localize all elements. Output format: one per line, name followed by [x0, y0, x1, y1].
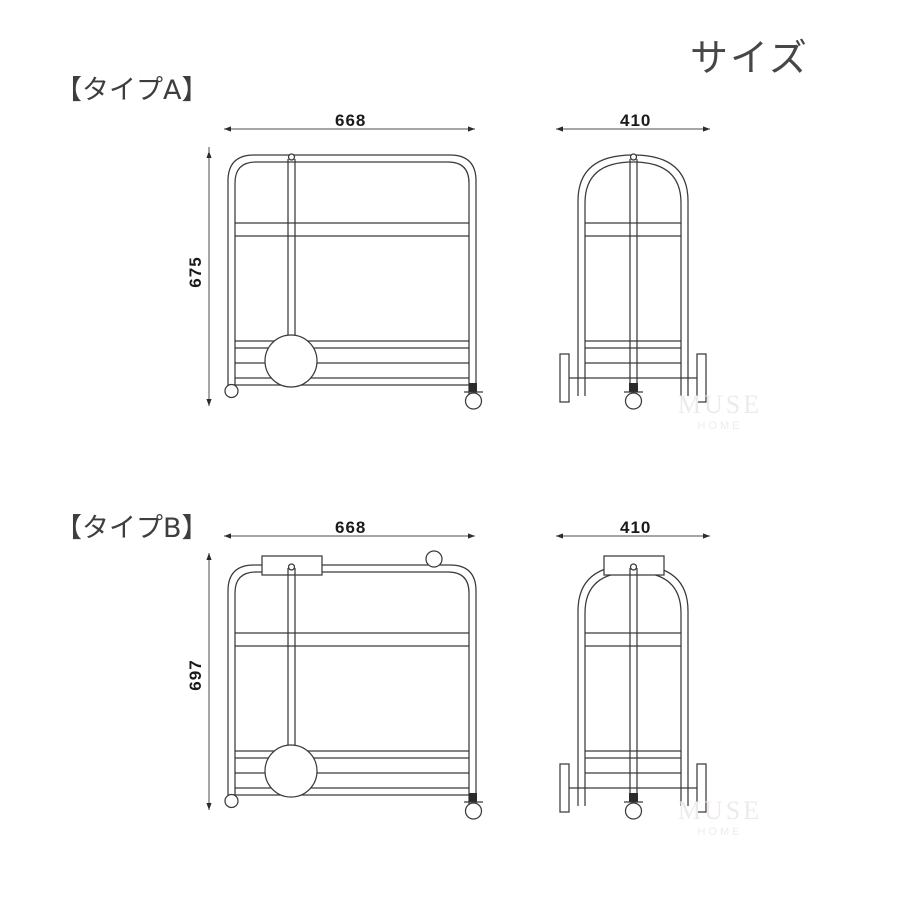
- type-a-side-width-dim: 410: [620, 111, 652, 130]
- type-b-front-width-dim: 668: [335, 518, 367, 537]
- type-a-side-view-drawing: [559, 153, 707, 410]
- type-a-front-width-dim: 668: [335, 111, 367, 130]
- type-b-side-view-drawing: [559, 555, 707, 820]
- type-a-dimension-lines: [206, 126, 710, 406]
- type-b-side-width-dim: 410: [620, 518, 652, 537]
- type-b-dimension-lines: [206, 533, 710, 810]
- type-b-front-view-drawing: [224, 550, 483, 820]
- type-b-label: 【タイプB】: [55, 513, 209, 544]
- page-title: サイズ: [690, 36, 809, 80]
- type-a-label: 【タイプA】: [55, 75, 209, 106]
- type-a-front-view-drawing: [224, 153, 483, 410]
